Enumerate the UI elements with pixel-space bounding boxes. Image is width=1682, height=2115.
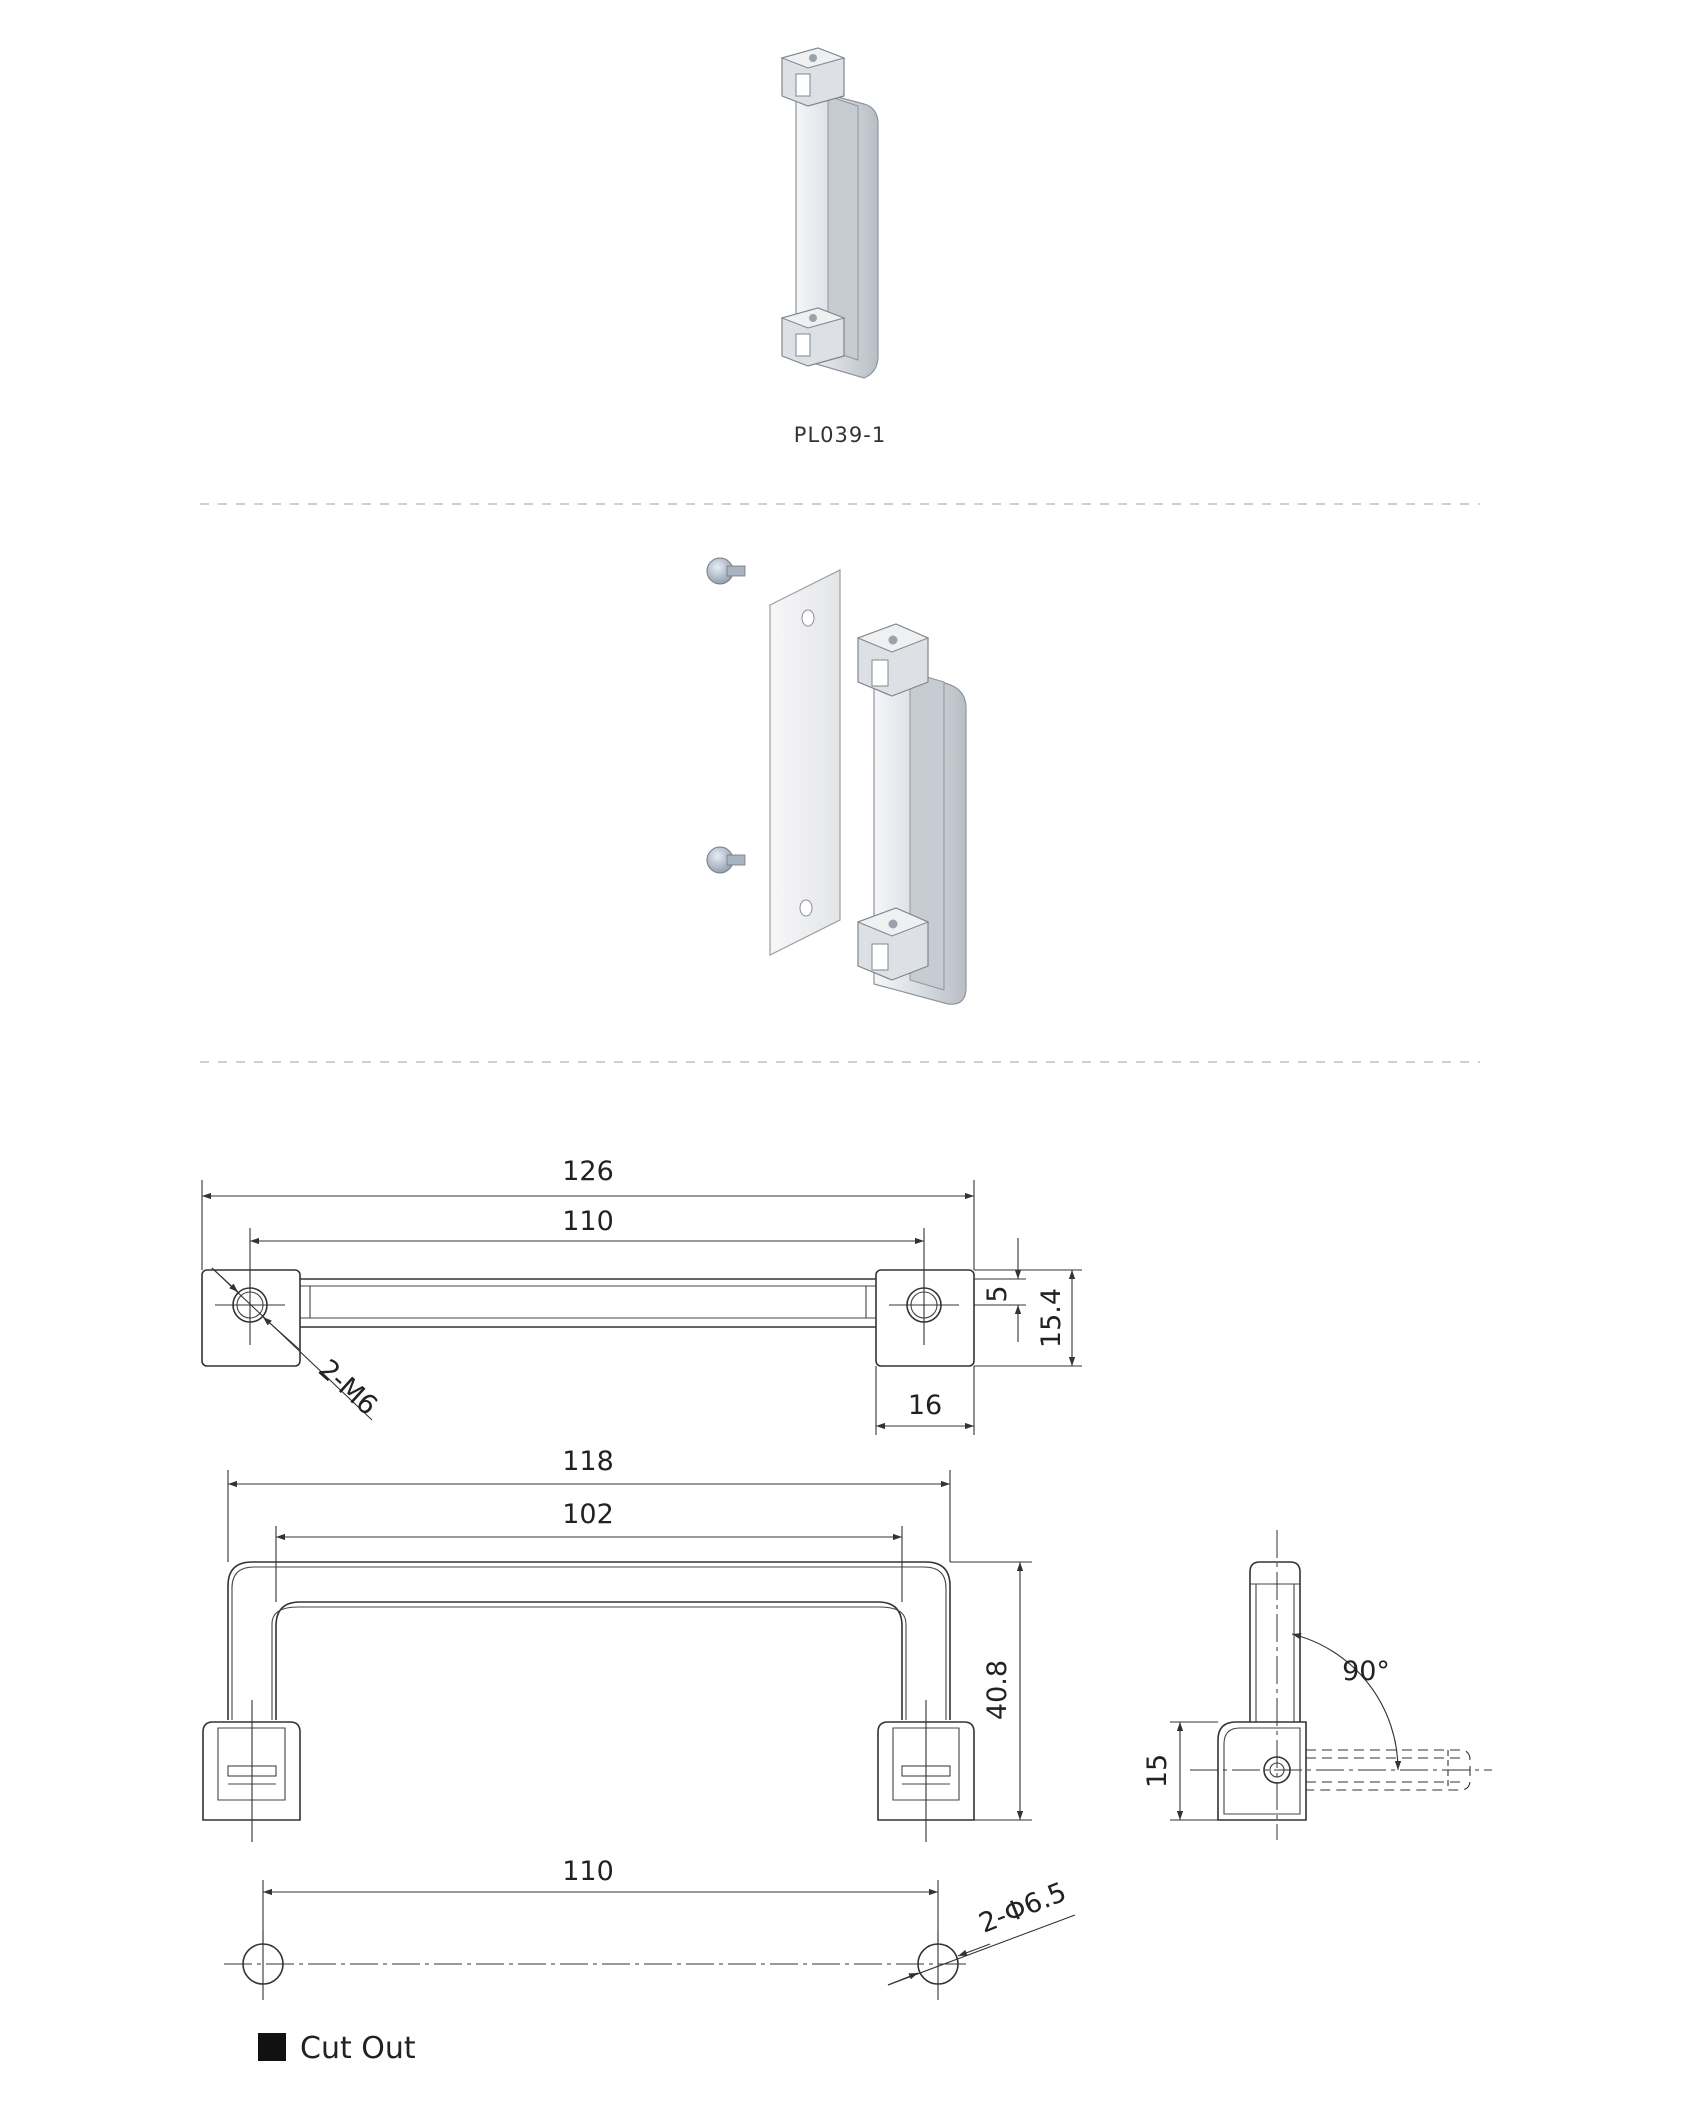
filled-square-icon (258, 2033, 286, 2061)
dim-outer-length: 118 (562, 1446, 614, 1477)
dim-base-height: 15 (1142, 1754, 1173, 1788)
dim-foot-depth: 15.4 (1036, 1288, 1067, 1348)
dim-hole-diameter: 2-Φ6.5 (975, 1877, 1071, 1940)
dim-height: 40.8 (982, 1660, 1013, 1720)
legend: Cut Out (258, 2031, 416, 2066)
cutout-drawing: 110 2-Φ6.5 (224, 1856, 1076, 2000)
dim-angle: 90° (1342, 1656, 1390, 1687)
mounting-foot-bottom (780, 307, 846, 367)
front-view-drawing: 118 102 40.8 (202, 1446, 1032, 1842)
dim-hole-pitch: 110 (562, 1206, 614, 1237)
screw-top (706, 557, 746, 585)
side-view-drawing: 90° 15 (1142, 1530, 1492, 1840)
exploded-assembly-render (706, 557, 967, 1005)
dim-overall-length: 126 (562, 1156, 614, 1187)
dim-inner-length: 102 (562, 1499, 614, 1530)
mounting-foot-top (780, 47, 846, 107)
dim-foot-width: 16 (908, 1390, 942, 1421)
handle-3d-render (780, 47, 879, 379)
dim-hole-offset: 5 (982, 1285, 1013, 1302)
dim-cutout-pitch: 110 (562, 1856, 614, 1887)
handle-exploded (856, 623, 967, 1005)
top-view-drawing: 126 110 2-M6 16 5 15.4 (201, 1156, 1082, 1435)
product-code-caption: PL039-1 (794, 423, 886, 447)
dim-thread: 2-M6 (312, 1354, 383, 1422)
mounting-plate (769, 569, 841, 956)
screw-bottom (706, 846, 746, 874)
legend-label: Cut Out (300, 2031, 416, 2066)
